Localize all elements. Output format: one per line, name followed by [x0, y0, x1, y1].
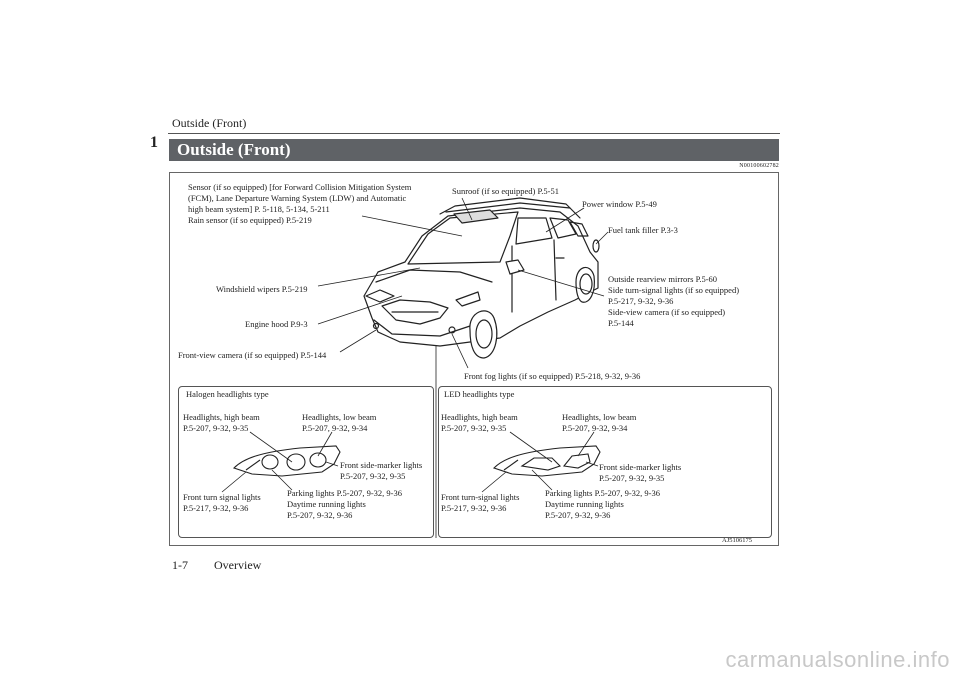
led-high-beam-label: Headlights, high beam P.5-207, 9-32, 9-3…	[441, 412, 518, 433]
halogen-high-beam-label: Headlights, high beam P.5-207, 9-32, 9-3…	[183, 412, 260, 433]
halogen-low-beam-label: Headlights, low beam P.5-207, 9-32, 9-34	[302, 412, 377, 433]
halogen-turn-signal-label: Front turn signal lights P.5-217, 9-32, …	[183, 492, 261, 513]
wipers-label: Windshield wipers P.5-219	[216, 284, 308, 294]
header-section-title: Outside (Front)	[172, 116, 247, 130]
engine-hood-label: Engine hood P.9-3	[245, 319, 308, 329]
halogen-headlights-box	[178, 386, 434, 538]
watermark: carmanualsonline.info	[725, 647, 950, 672]
front-camera-label: Front-view camera (if so equipped) P.5-1…	[178, 350, 327, 360]
illustration-frame	[169, 172, 779, 546]
document-id: N00100602782	[739, 163, 779, 169]
header-rule	[168, 133, 780, 134]
led-parking-label: Parking lights P.5-207, 9-32, 9-36 Dayti…	[545, 488, 660, 520]
led-low-beam-label: Headlights, low beam P.5-207, 9-32, 9-34	[562, 412, 637, 433]
fog-lights-label: Front fog lights (if so equipped) P.5-21…	[464, 371, 641, 381]
sensor-label: Sensor (if so equipped) [for Forward Col…	[188, 182, 412, 225]
led-turn-signal-label: Front turn-signal lights P.5-217, 9-32, …	[441, 492, 520, 513]
sunroof-label: Sunroof (if so equipped) P.5-51	[452, 186, 559, 196]
power-window-label: Power window P.5-49	[582, 199, 657, 209]
page-number: 1-7	[172, 558, 188, 572]
chapter-number: 1	[150, 134, 158, 151]
fuel-tank-label: Fuel tank filler P.3-3	[608, 225, 678, 235]
led-title: LED headlights type	[444, 389, 515, 399]
halogen-title: Halogen headlights type	[186, 389, 269, 399]
mirrors-label: Outside rearview mirrors P.5-60 Side tur…	[608, 274, 740, 328]
led-side-marker-label: Front side-marker lights P.5-207, 9-32, …	[599, 462, 682, 483]
halogen-side-marker-label: Front side-marker lights P.5-207, 9-32, …	[340, 460, 423, 481]
section-title-bar: Outside (Front)	[169, 139, 779, 161]
led-headlights-box	[438, 386, 772, 538]
image-id: AJ5106175	[722, 537, 752, 544]
halogen-parking-label: Parking lights P.5-207, 9-32, 9-36 Dayti…	[287, 488, 402, 520]
footer-section-name: Overview	[214, 558, 262, 572]
